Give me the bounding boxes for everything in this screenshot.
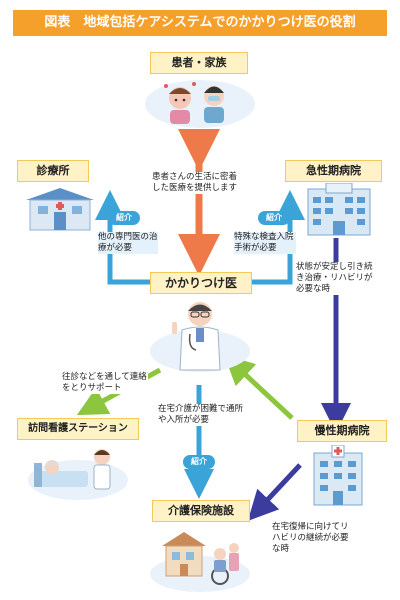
referral-pill-care: 紹介: [183, 455, 215, 469]
patient-family-illustration: [164, 82, 224, 124]
node-home-nursing-label: 訪問看護ステーション: [17, 418, 139, 440]
arrow-clinic-referral: [95, 190, 160, 285]
node-clinic-label: 診療所: [17, 160, 89, 182]
node-chronic-hospital-label: 慢性期病院: [297, 420, 387, 442]
note-support-nursing: 往診などを通して連絡をとりサポート: [62, 372, 148, 394]
arrow-chronic-to-care: [247, 463, 302, 521]
patient-family-ellipse: [145, 80, 255, 128]
arrow-chronic-to-doctor: [224, 354, 294, 420]
note-acute-to-chronic: 状態が安定し引き続き治療・リハビリが必要な時: [296, 262, 374, 295]
arrow-acute-referral: [240, 190, 305, 285]
node-care-facility-label: 介護保険施設: [152, 500, 250, 522]
referral-pill-clinic: 紹介: [108, 211, 140, 225]
chronic-hospital-building-icon: [313, 445, 363, 506]
care-facility-illustration: [162, 532, 239, 585]
node-acute-hospital-label: 急性期病院: [285, 160, 382, 182]
clinic-building-icon: [26, 188, 94, 231]
doctor-illustration: [172, 302, 221, 371]
acute-hospital-building-icon: [307, 183, 371, 236]
referral-pill-acute: 紹介: [258, 211, 290, 225]
home-nursing-illustration: [34, 449, 111, 490]
note-doctor-patient: 患者さんの生活に密着した医療を提供します: [152, 172, 244, 194]
node-patient-family-label: 患者・家族: [150, 52, 248, 74]
note-acute-referral: 特殊な検査入院手術が必要: [234, 232, 296, 254]
note-chronic-to-care: 在宅復帰に向けてリハビリの継続が必要な時: [272, 522, 356, 555]
note-clinic-referral: 他の専門医の治療が必要: [98, 232, 158, 254]
node-family-doctor-label: かかりつけ医: [150, 272, 252, 294]
note-care-referral: 在宅介護が困難で通所や入所が必要: [158, 404, 244, 426]
page-title: 図表 地域包括ケアシステムでのかかりつけ医の役割: [13, 10, 387, 36]
